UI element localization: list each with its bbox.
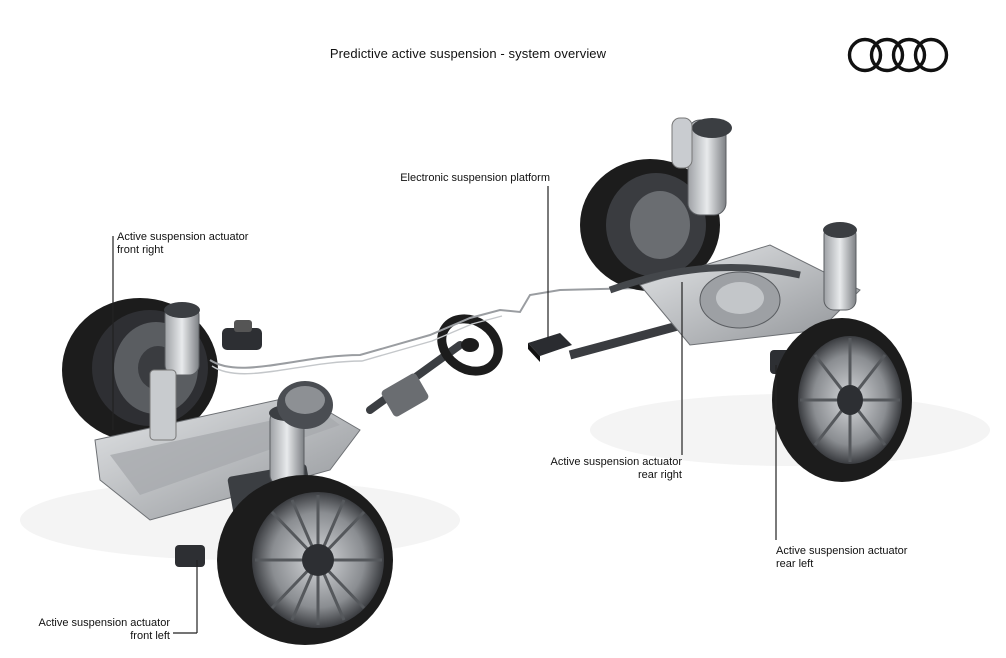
rear-left-wheel (772, 318, 912, 482)
label-front-left-actuator: Active suspension actuator front left (38, 617, 170, 642)
page-title: Predictive active suspension - system ov… (329, 46, 607, 61)
rear-right-strut (671, 117, 732, 216)
steering-wheel (437, 314, 503, 376)
electronic-suspension-platform-module (528, 333, 572, 362)
rear-differential (699, 271, 781, 329)
front-left-wheel (217, 475, 393, 645)
brake-booster (277, 381, 333, 429)
hydraulic-line (209, 287, 641, 369)
label-electronic-suspension-platform: Electronic suspension platform (400, 172, 550, 184)
front-actuator-motor (222, 320, 262, 350)
front-actuator-motor (175, 545, 205, 567)
rear-right-wheel (580, 159, 720, 291)
label-rear-left-actuator: Active suspension actuator rear left (776, 545, 908, 570)
hydraulic-line (211, 315, 503, 375)
rear-left-strut (823, 222, 857, 311)
label-front-right-actuator: Active suspension actuator front right (117, 231, 249, 256)
four-rings-logo (847, 37, 949, 73)
front-right-strut (149, 302, 200, 441)
label-rear-right-actuator: Active suspension actuator rear right (550, 456, 682, 481)
